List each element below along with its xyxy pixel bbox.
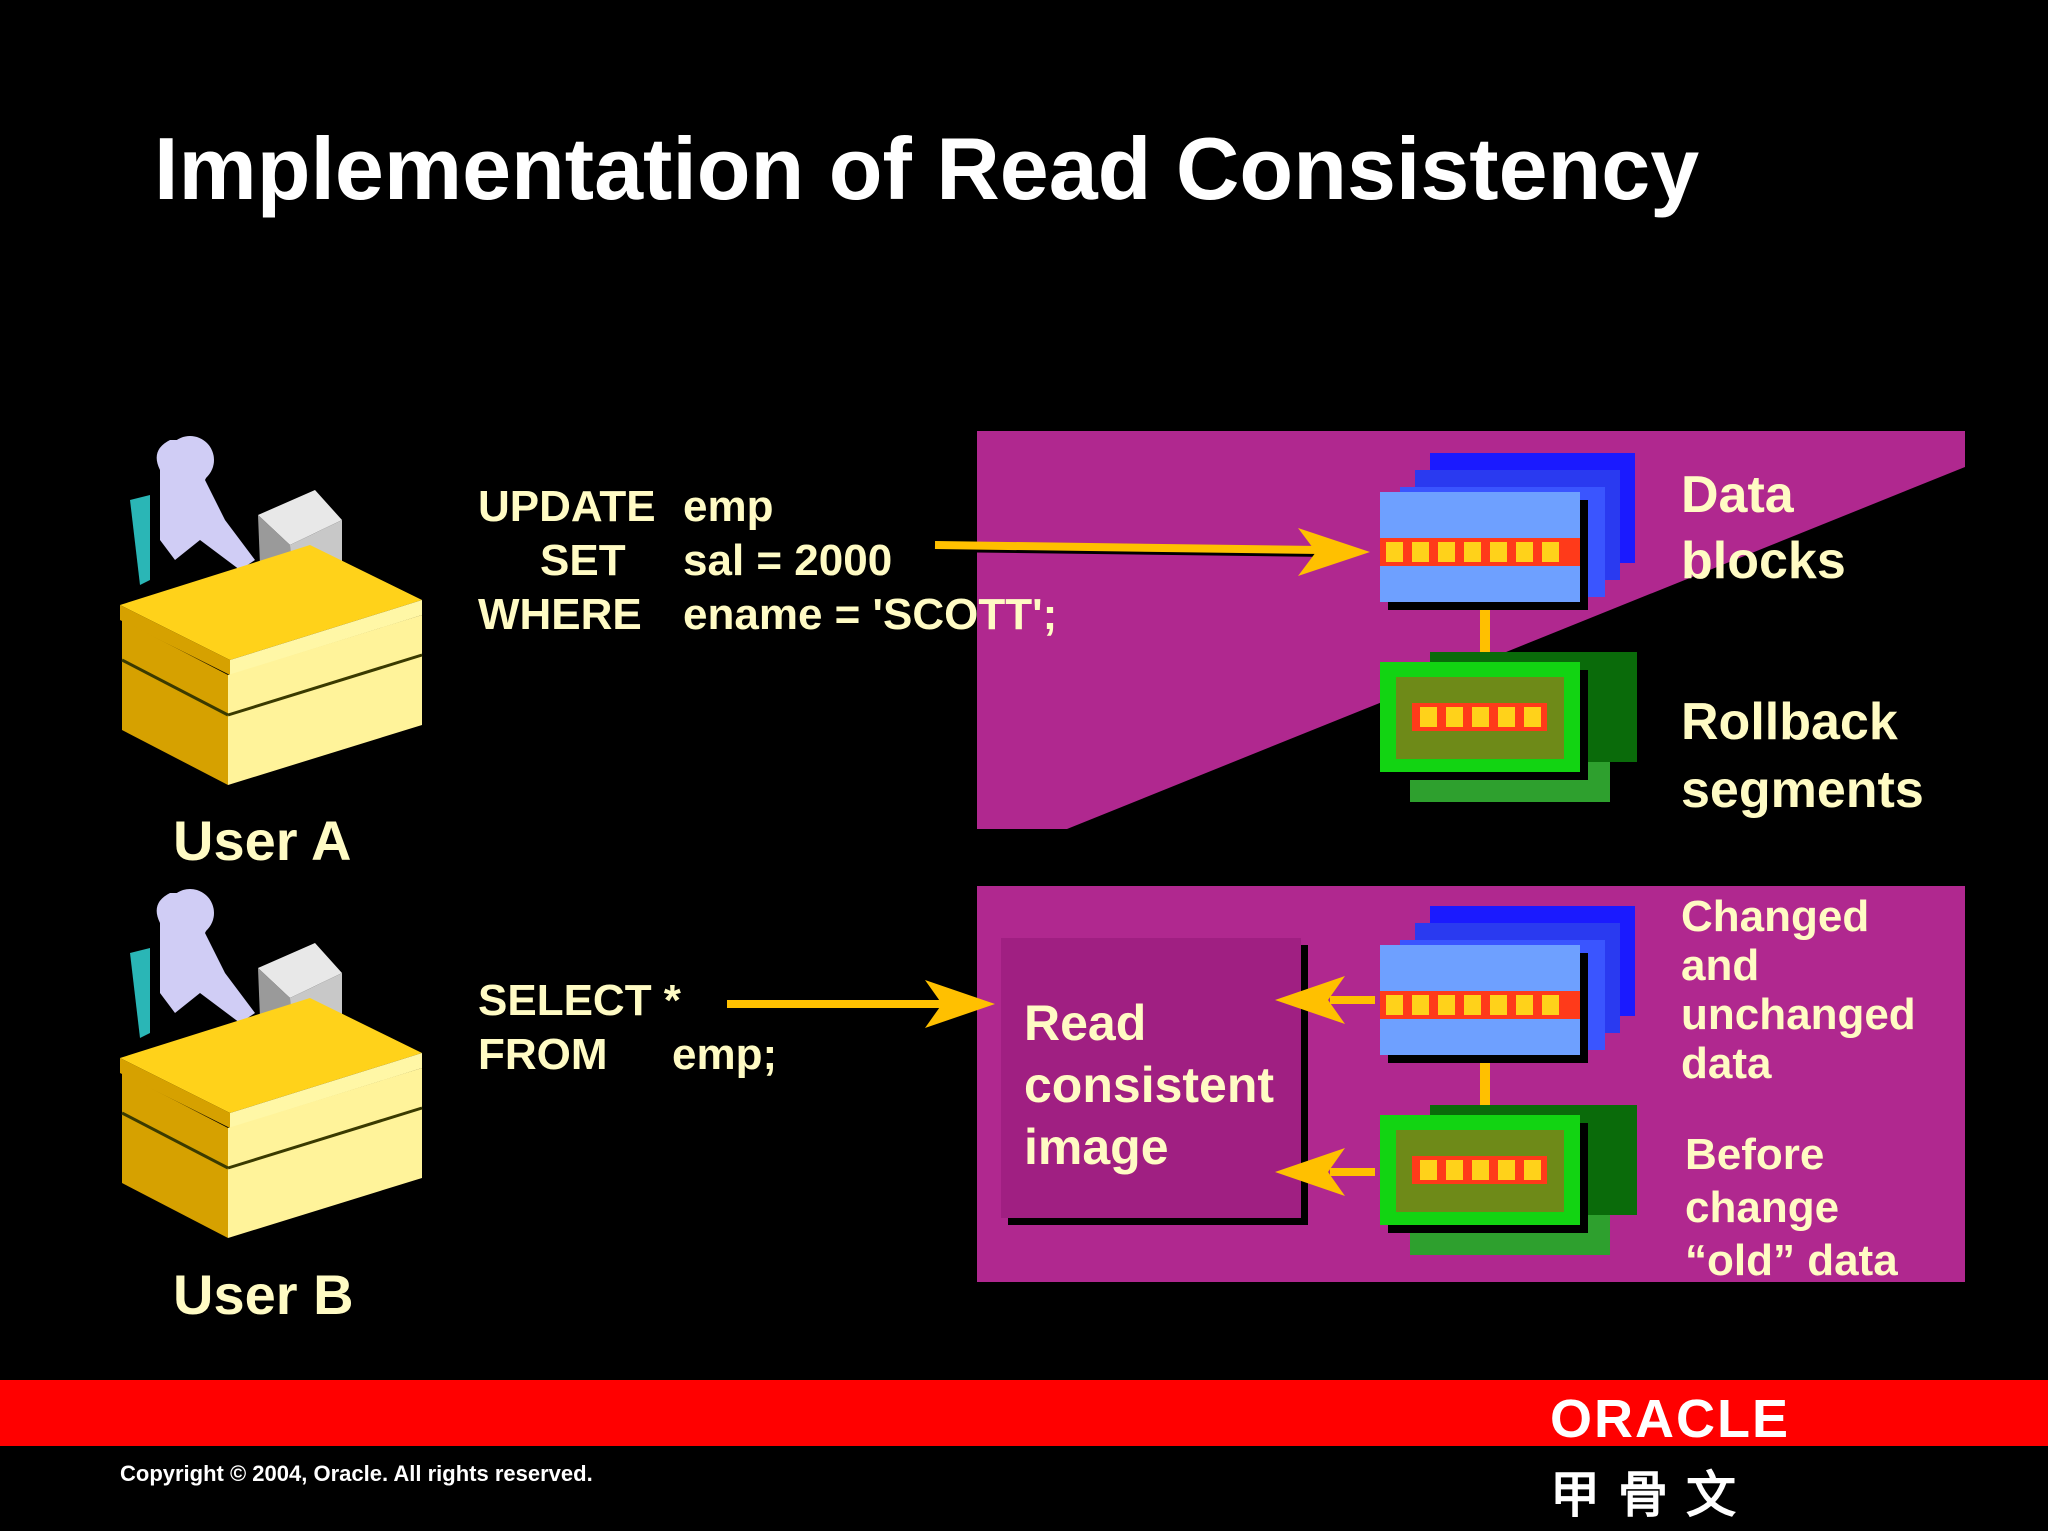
oracle-logo: ORACLE — [1550, 1389, 1790, 1449]
rollback-segments-label: Rollback segments — [1681, 693, 1924, 819]
top-data-block-stack-icon — [1380, 453, 1635, 610]
update-table: emp — [683, 482, 774, 531]
set-kw: SET — [540, 536, 626, 585]
old-data-arrow-icon — [1275, 1148, 1375, 1196]
oracle-chinese-logo: 甲骨文 — [1550, 1466, 1754, 1524]
update-kw: UPDATE — [478, 482, 656, 531]
bottom-data-block-stack-icon — [1380, 906, 1635, 1063]
user-a-desk-icon — [120, 436, 423, 785]
from-kw: FROM — [478, 1030, 608, 1079]
footer-red-bar — [0, 1380, 2048, 1446]
select-arrow-icon — [727, 980, 995, 1028]
set-value: sal = 2000 — [683, 536, 893, 585]
top-panel — [977, 431, 1965, 829]
user-b-desk-icon — [120, 889, 423, 1238]
user-a-label: User A — [173, 809, 352, 872]
slide-title: Implementation of Read Consistency — [154, 119, 1700, 218]
read-consistent-image-box — [1001, 938, 1308, 1225]
copyright-text: Copyright © 2004, Oracle. All rights res… — [120, 1461, 593, 1486]
bottom-rollback-segment-stack-icon — [1380, 1105, 1637, 1255]
read-consistent-image-label: Read consistent image — [1024, 995, 1275, 1175]
data-blocks-label: Data blocks — [1681, 466, 1846, 590]
where-kw: WHERE — [478, 590, 642, 639]
top-connector — [1480, 610, 1490, 662]
changed-unchanged-data-label: Changed and unchanged data — [1681, 892, 1916, 1088]
bottom-connector — [1480, 1063, 1490, 1115]
from-table: emp; — [672, 1030, 778, 1079]
select-line: SELECT * — [478, 976, 681, 1025]
where-value: ename = 'SCOTT'; — [683, 590, 1058, 639]
top-rollback-segment-stack-icon — [1380, 652, 1637, 802]
before-change-old-data-label: Before change “old” data — [1685, 1130, 1898, 1285]
changed-data-arrow-icon — [1275, 976, 1375, 1024]
update-arrow-icon — [934, 528, 1370, 576]
user-b-label: User B — [173, 1263, 354, 1326]
